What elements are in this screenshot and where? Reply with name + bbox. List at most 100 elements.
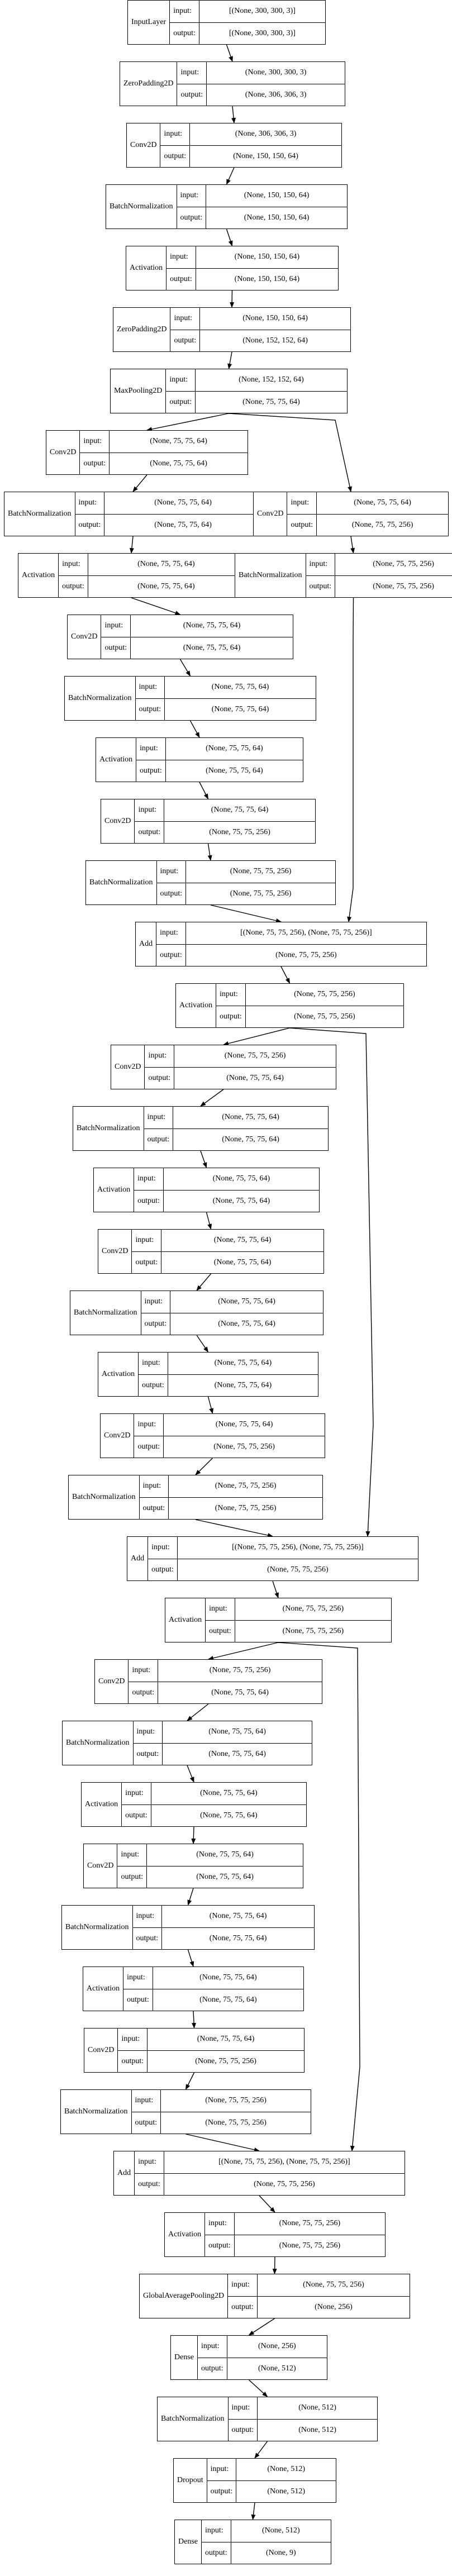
output-shape: (None, 306, 306, 3) bbox=[245, 90, 307, 99]
input-shape: [(None, 300, 300, 3)] bbox=[199, 1, 325, 23]
output-shape: (None, 75, 75, 64) bbox=[242, 397, 300, 406]
input-shape: (None, 75, 75, 64) bbox=[131, 615, 293, 637]
shapes: (None, 75, 75, 64)(None, 75, 75, 64) bbox=[131, 615, 293, 659]
layer-name: Activation bbox=[83, 1967, 124, 2011]
output-label: output: bbox=[62, 582, 84, 591]
output-label: output: bbox=[135, 2118, 158, 2127]
shapes: [(None, 75, 75, 256), (None, 75, 75, 256… bbox=[185, 922, 426, 966]
shapes: (None, 75, 75, 64)(None, 75, 75, 256) bbox=[164, 1414, 325, 1458]
io-labels: input:output: bbox=[160, 123, 191, 167]
layer-name: Activation bbox=[165, 1598, 206, 1642]
layer-name: BatchNormalization bbox=[4, 492, 75, 536]
shapes: (None, 75, 75, 64)(None, 75, 75, 64) bbox=[147, 1844, 303, 1888]
input-label: input: bbox=[170, 308, 200, 330]
layer-name: Conv2D bbox=[101, 1414, 135, 1458]
shapes: (None, 150, 150, 64)(None, 150, 150, 64) bbox=[206, 185, 347, 228]
layer-name: Conv2D bbox=[127, 123, 161, 167]
input-shape: (None, 75, 75, 64) bbox=[164, 1414, 325, 1436]
layer-name: Conv2D bbox=[95, 1660, 129, 1703]
shapes: (None, 75, 75, 256)(None, 75, 75, 64) bbox=[174, 1045, 336, 1089]
output-label: output: bbox=[142, 1503, 165, 1512]
input-shape: [(None, 75, 75, 256), (None, 75, 75, 256… bbox=[185, 922, 426, 945]
input-label: input: bbox=[134, 1168, 163, 1191]
input-label: input: bbox=[139, 1475, 169, 1498]
shapes: (None, 75, 75, 64)(None, 75, 75, 64) bbox=[165, 738, 303, 782]
input-shape: (None, 75, 75, 256) bbox=[158, 1660, 322, 1682]
input-label: input: bbox=[129, 1660, 158, 1682]
input-label: input: bbox=[306, 554, 335, 576]
output-label: output: bbox=[205, 2548, 227, 2557]
input-label: input: bbox=[132, 1906, 162, 1928]
output-shape: (None, 75, 75, 64) bbox=[137, 582, 195, 591]
input-shape: (None, 75, 75, 64) bbox=[170, 1291, 323, 1313]
layer-name: Activation bbox=[165, 2213, 206, 2256]
io-labels: input:output: bbox=[135, 677, 165, 720]
shapes: (None, 75, 75, 256)(None, 75, 75, 256) bbox=[335, 554, 452, 597]
input-shape: (None, 75, 75, 256) bbox=[257, 2274, 410, 2297]
input-shape: (None, 512) bbox=[258, 2397, 377, 2420]
output-shape: (None, 75, 75, 256) bbox=[215, 1503, 277, 1512]
edge-conv1-to-bn1 bbox=[226, 167, 235, 185]
edge-b1bn2-to-b1a2 bbox=[189, 720, 200, 738]
edge-b3c1-to-b3bn1 bbox=[187, 1703, 209, 1721]
edge-b3bn1-to-b3a1 bbox=[187, 1765, 194, 1783]
io-labels: input:output: bbox=[148, 1537, 178, 1580]
edge-b1bn3-to-add1 bbox=[210, 904, 282, 923]
output-shape: (None, 512) bbox=[258, 2364, 296, 2373]
edge-b2bn2-to-b2a2 bbox=[196, 1335, 209, 1353]
io-labels: input:output: bbox=[166, 246, 196, 290]
output-shape: (None, 75, 75, 64) bbox=[196, 1872, 254, 1881]
input-label: input: bbox=[207, 2459, 236, 2481]
shapes: (None, 75, 75, 64)(None, 75, 75, 64) bbox=[151, 1783, 306, 1826]
input-label: input: bbox=[139, 1353, 168, 1375]
output-label: output: bbox=[160, 889, 183, 898]
shapes: [(None, 75, 75, 256), (None, 75, 75, 256… bbox=[164, 2151, 405, 2195]
input-label: input: bbox=[59, 554, 88, 576]
output-label: output: bbox=[104, 643, 127, 652]
input-label: input: bbox=[198, 2336, 227, 2358]
input-shape: (None, 75, 75, 64) bbox=[151, 1783, 306, 1805]
input-shape: (None, 300, 300, 3) bbox=[207, 62, 345, 84]
output-shape: (None, 256) bbox=[315, 2302, 353, 2311]
input-label: input: bbox=[156, 922, 185, 945]
input-shape: (None, 75, 75, 256) bbox=[161, 2090, 311, 2112]
io-labels: input:output: bbox=[205, 2213, 235, 2256]
output-label: output: bbox=[309, 582, 332, 591]
output-label: output: bbox=[132, 1688, 155, 1697]
input-label: input: bbox=[101, 615, 131, 637]
io-labels: input:output: bbox=[145, 1045, 175, 1089]
layer-name: Conv2D bbox=[254, 492, 288, 536]
input-shape: (None, 75, 75, 256) bbox=[186, 861, 335, 883]
output-shape: (None, 75, 75, 256) bbox=[275, 950, 337, 959]
io-labels: input: output: bbox=[101, 615, 131, 659]
input-label: input: bbox=[136, 738, 165, 760]
input-shape: (None, 75, 75, 64) bbox=[165, 738, 303, 760]
output-label: output: bbox=[170, 274, 192, 283]
output-label: output: bbox=[291, 520, 313, 529]
layer-name: MaxPooling2D bbox=[111, 369, 166, 413]
edge-b2bn1-to-b2a1 bbox=[200, 1150, 207, 1168]
edge-b1c2-to-b1bn2 bbox=[179, 659, 191, 677]
layer-name: Activation bbox=[82, 1783, 122, 1826]
input-shape: (None, 512) bbox=[236, 2459, 336, 2481]
edge-add3-to-act4 bbox=[259, 2195, 275, 2213]
input-shape: (None, 75, 75, 64) bbox=[317, 492, 448, 515]
input-label: input: bbox=[206, 1598, 235, 1621]
edge-bn1-to-act1 bbox=[226, 228, 233, 246]
output-shape: (None, 75, 75, 256) bbox=[195, 2056, 256, 2065]
shapes: (None, 75, 75, 64)(None, 75, 75, 64) bbox=[153, 1967, 303, 2011]
output-shape: (None, 75, 75, 64) bbox=[213, 1258, 272, 1266]
